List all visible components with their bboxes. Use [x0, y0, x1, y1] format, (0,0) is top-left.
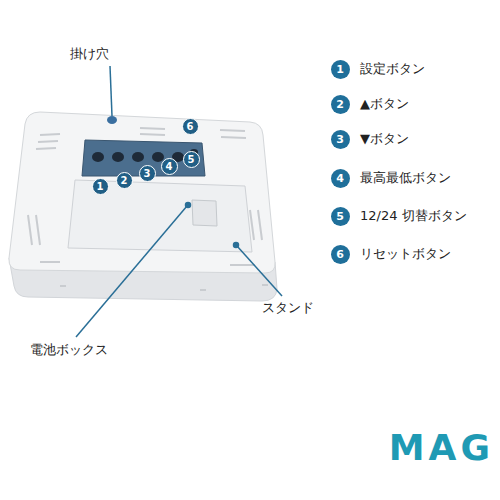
- part-label: ▼ボタン: [360, 131, 409, 147]
- leader-lines: [76, 66, 282, 337]
- callout-number: 2: [116, 172, 133, 189]
- part-label: ▲ボタン: [360, 96, 409, 112]
- callout-number: 4: [161, 158, 178, 175]
- callout-number: 1: [331, 60, 350, 79]
- hang-hole: [107, 116, 117, 124]
- callout-number: 3: [331, 130, 350, 149]
- part-label: 電池ボックス: [30, 342, 108, 358]
- part-label: 最高最低ボタン: [360, 170, 451, 186]
- part-label: 掛け穴: [70, 46, 109, 62]
- callout-number: 4: [331, 169, 350, 188]
- callout-number: 1: [92, 178, 109, 195]
- callout-number: 5: [183, 151, 200, 168]
- stand-notch: [192, 200, 217, 226]
- callout-number: 6: [331, 245, 350, 264]
- callout-number: 6: [182, 118, 199, 135]
- part-label: 設定ボタン: [360, 61, 425, 77]
- vents: [28, 128, 268, 290]
- brand-logo: MAG: [389, 428, 494, 468]
- callout-number: 5: [331, 207, 350, 226]
- part-label: スタンド: [262, 300, 314, 316]
- part-label: リセットボタン: [360, 246, 451, 262]
- part-label: 12/24 切替ボタン: [360, 208, 467, 224]
- callout-number: 2: [331, 95, 350, 114]
- callout-number: 3: [139, 165, 156, 182]
- device-back: [9, 112, 275, 273]
